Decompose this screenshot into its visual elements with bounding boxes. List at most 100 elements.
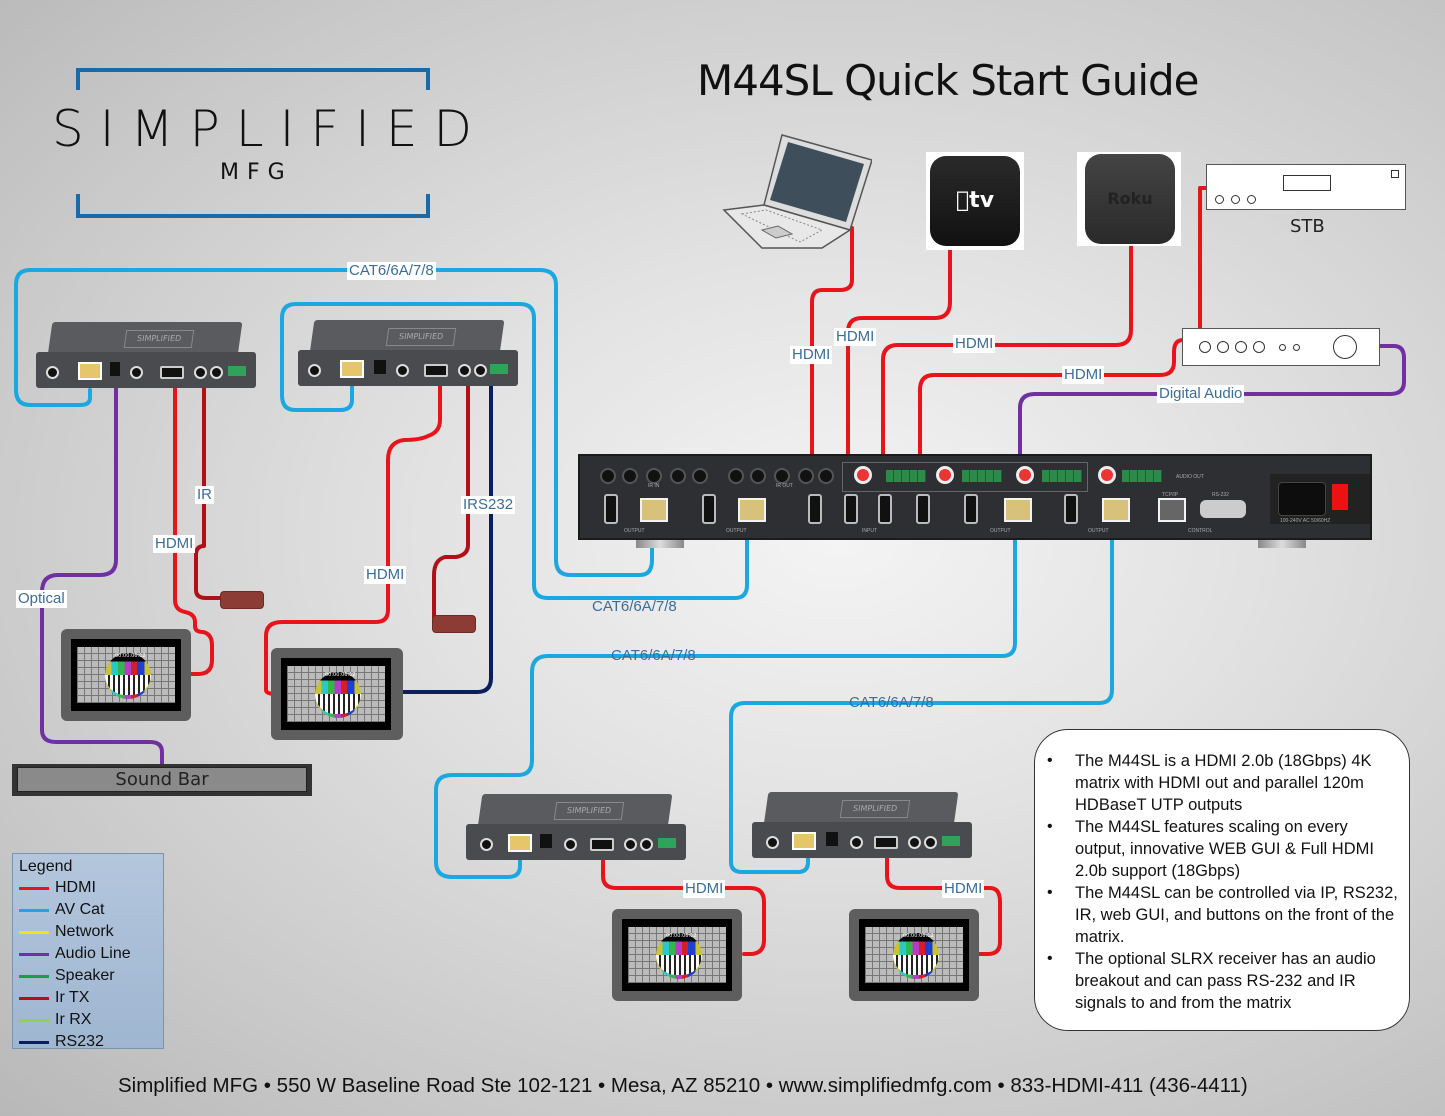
cat-wire-rx1	[14, 268, 654, 577]
hdmi-in-2-port	[844, 494, 858, 524]
hdmi-wire-roku	[881, 244, 1133, 502]
footer-contact: Simplified MFG • 550 W Baseline Road Ste…	[118, 1074, 1248, 1097]
legend-label: RS232	[55, 1033, 104, 1050]
audio-terminal-4	[1122, 470, 1162, 482]
rs232-port	[1200, 500, 1246, 518]
legend-label: AV Cat	[55, 901, 105, 918]
hdmi-out-port	[160, 366, 184, 379]
hdbt-in-port	[78, 362, 102, 380]
tcpip-label: TCP/IP	[1162, 492, 1179, 498]
hdbt-in-port	[792, 832, 816, 850]
hdmi-out-port	[874, 836, 898, 849]
roku-label: Roku	[1085, 154, 1175, 244]
laptop-icon	[722, 130, 873, 250]
tv-display-4: 00:00:06:12	[849, 909, 979, 1001]
control-label: CONTROL	[1188, 528, 1213, 534]
apple-tv-label: tv	[930, 156, 1020, 246]
tv-timecode: 00:00:06:12	[666, 933, 697, 939]
cat-wire-rx4	[729, 503, 1114, 874]
legend-item-ir-rx: Ir RX	[19, 1009, 157, 1031]
hdbt-out-4-port	[1102, 498, 1130, 522]
output-label-2: OUTPUT	[726, 528, 747, 534]
power-switch[interactable]	[1332, 484, 1348, 510]
ir-wire-rx1	[194, 383, 224, 600]
legend-item-rs232: RS232	[19, 1031, 157, 1053]
hdbt-out-3-port	[1004, 498, 1032, 522]
info-bullet: The optional SLRX receiver has an audio …	[1043, 948, 1401, 1014]
legend-swatch	[19, 996, 49, 1000]
power-jack	[308, 364, 321, 377]
logo-frame-bottom	[76, 194, 430, 218]
tv-display-2: 00:00:06:12	[271, 648, 403, 740]
power-jack	[46, 366, 59, 379]
ir-jack-2	[474, 364, 487, 377]
hdmi-in-4-port	[916, 494, 930, 524]
rs232-label: RS-232	[1212, 492, 1229, 498]
cat-label-lower1: CAT6/6A/7/8	[611, 647, 696, 664]
optical-port	[826, 832, 838, 846]
ir-jack-2	[210, 366, 223, 379]
tv-timecode: 00:00:06:12	[325, 672, 356, 678]
output-label-1: OUTPUT	[624, 528, 645, 534]
coax-4-port	[1098, 466, 1116, 484]
info-bullet: The M44SL is a HDMI 2.0b (18Gbps) 4K mat…	[1043, 750, 1401, 816]
hdmi-label-stb: HDMI	[1062, 366, 1105, 384]
power-jack	[766, 836, 779, 849]
apple-tv-device: tv	[926, 152, 1024, 250]
info-box: The M44SL is a HDMI 2.0b (18Gbps) 4K mat…	[1034, 729, 1410, 1031]
stb-device	[1206, 164, 1406, 210]
receiver-1: SIMPLIFIED	[36, 322, 256, 394]
hdmi-out-1-port	[604, 494, 618, 524]
input-label: INPUT	[862, 528, 877, 534]
hdmi-out-2-port	[702, 494, 716, 524]
digital-audio-label: Digital Audio	[1157, 385, 1245, 403]
ir-jack	[194, 366, 207, 379]
tcpip-port	[1158, 498, 1186, 522]
hdmi-label-appletv: HDMI	[834, 328, 877, 346]
info-bullet: The M44SL can be controlled via IP, RS23…	[1043, 882, 1401, 948]
optical-port	[540, 834, 552, 848]
cat-label-mid: CAT6/6A/7/8	[592, 598, 677, 615]
cat-label-lower2: CAT6/6A/7/8	[849, 694, 934, 711]
audio-jack	[564, 838, 577, 851]
cat-label-top: CAT6/6A/7/8	[347, 262, 436, 280]
hdmi-wire-laptop	[810, 226, 854, 502]
sound-bar-label: Sound Bar	[17, 767, 307, 792]
hdmi-label-rx2: HDMI	[364, 566, 407, 584]
hdmi-wire-rx3-tv3	[601, 853, 766, 956]
legend-item-network: Network	[19, 921, 157, 943]
hdmi-label-rx1: HDMI	[153, 535, 196, 553]
audio-terminal-1	[886, 470, 926, 482]
audio-terminal-3	[1042, 470, 1082, 482]
hdmi-in-3-port	[878, 494, 892, 524]
legend-label: Ir RX	[55, 1011, 92, 1028]
ir-out-label: IR OUT	[776, 483, 793, 489]
legend-swatch	[19, 1018, 49, 1022]
hdmi-wire-rx1-tv1	[173, 383, 214, 676]
ir-jack	[624, 838, 637, 851]
hdmi-out-4-port	[1064, 494, 1078, 524]
ir-jack	[458, 364, 471, 377]
legend-item-av-cat: AV Cat	[19, 899, 157, 921]
receiver-logo: SIMPLIFIED	[839, 800, 911, 818]
info-bullet: The M44SL features scaling on every outp…	[1043, 816, 1401, 882]
coax-2-port	[936, 466, 954, 484]
roku-device: Roku	[1077, 152, 1181, 246]
optical-label: Optical	[16, 590, 67, 608]
hdmi-label-roku: HDMI	[953, 335, 996, 353]
audio-jack	[850, 836, 863, 849]
logo-frame-top	[76, 68, 430, 90]
legend-label: HDMI	[55, 879, 96, 896]
legend-swatch	[19, 974, 49, 978]
optical-port	[110, 362, 120, 376]
receiver-logo: SIMPLIFIED	[123, 330, 195, 348]
hdmi-label-rx4: HDMI	[942, 880, 985, 898]
legend-label: Network	[55, 923, 114, 940]
hdbt-in-port	[340, 360, 364, 378]
hdbt-out-1-port	[640, 498, 668, 522]
hdmi-in-1-port	[808, 494, 822, 524]
ir-wire-rx2	[432, 381, 470, 620]
ir-jack	[908, 836, 921, 849]
rs232-terminal	[490, 364, 508, 374]
page-title: M44SL Quick Start Guide	[697, 56, 1199, 105]
